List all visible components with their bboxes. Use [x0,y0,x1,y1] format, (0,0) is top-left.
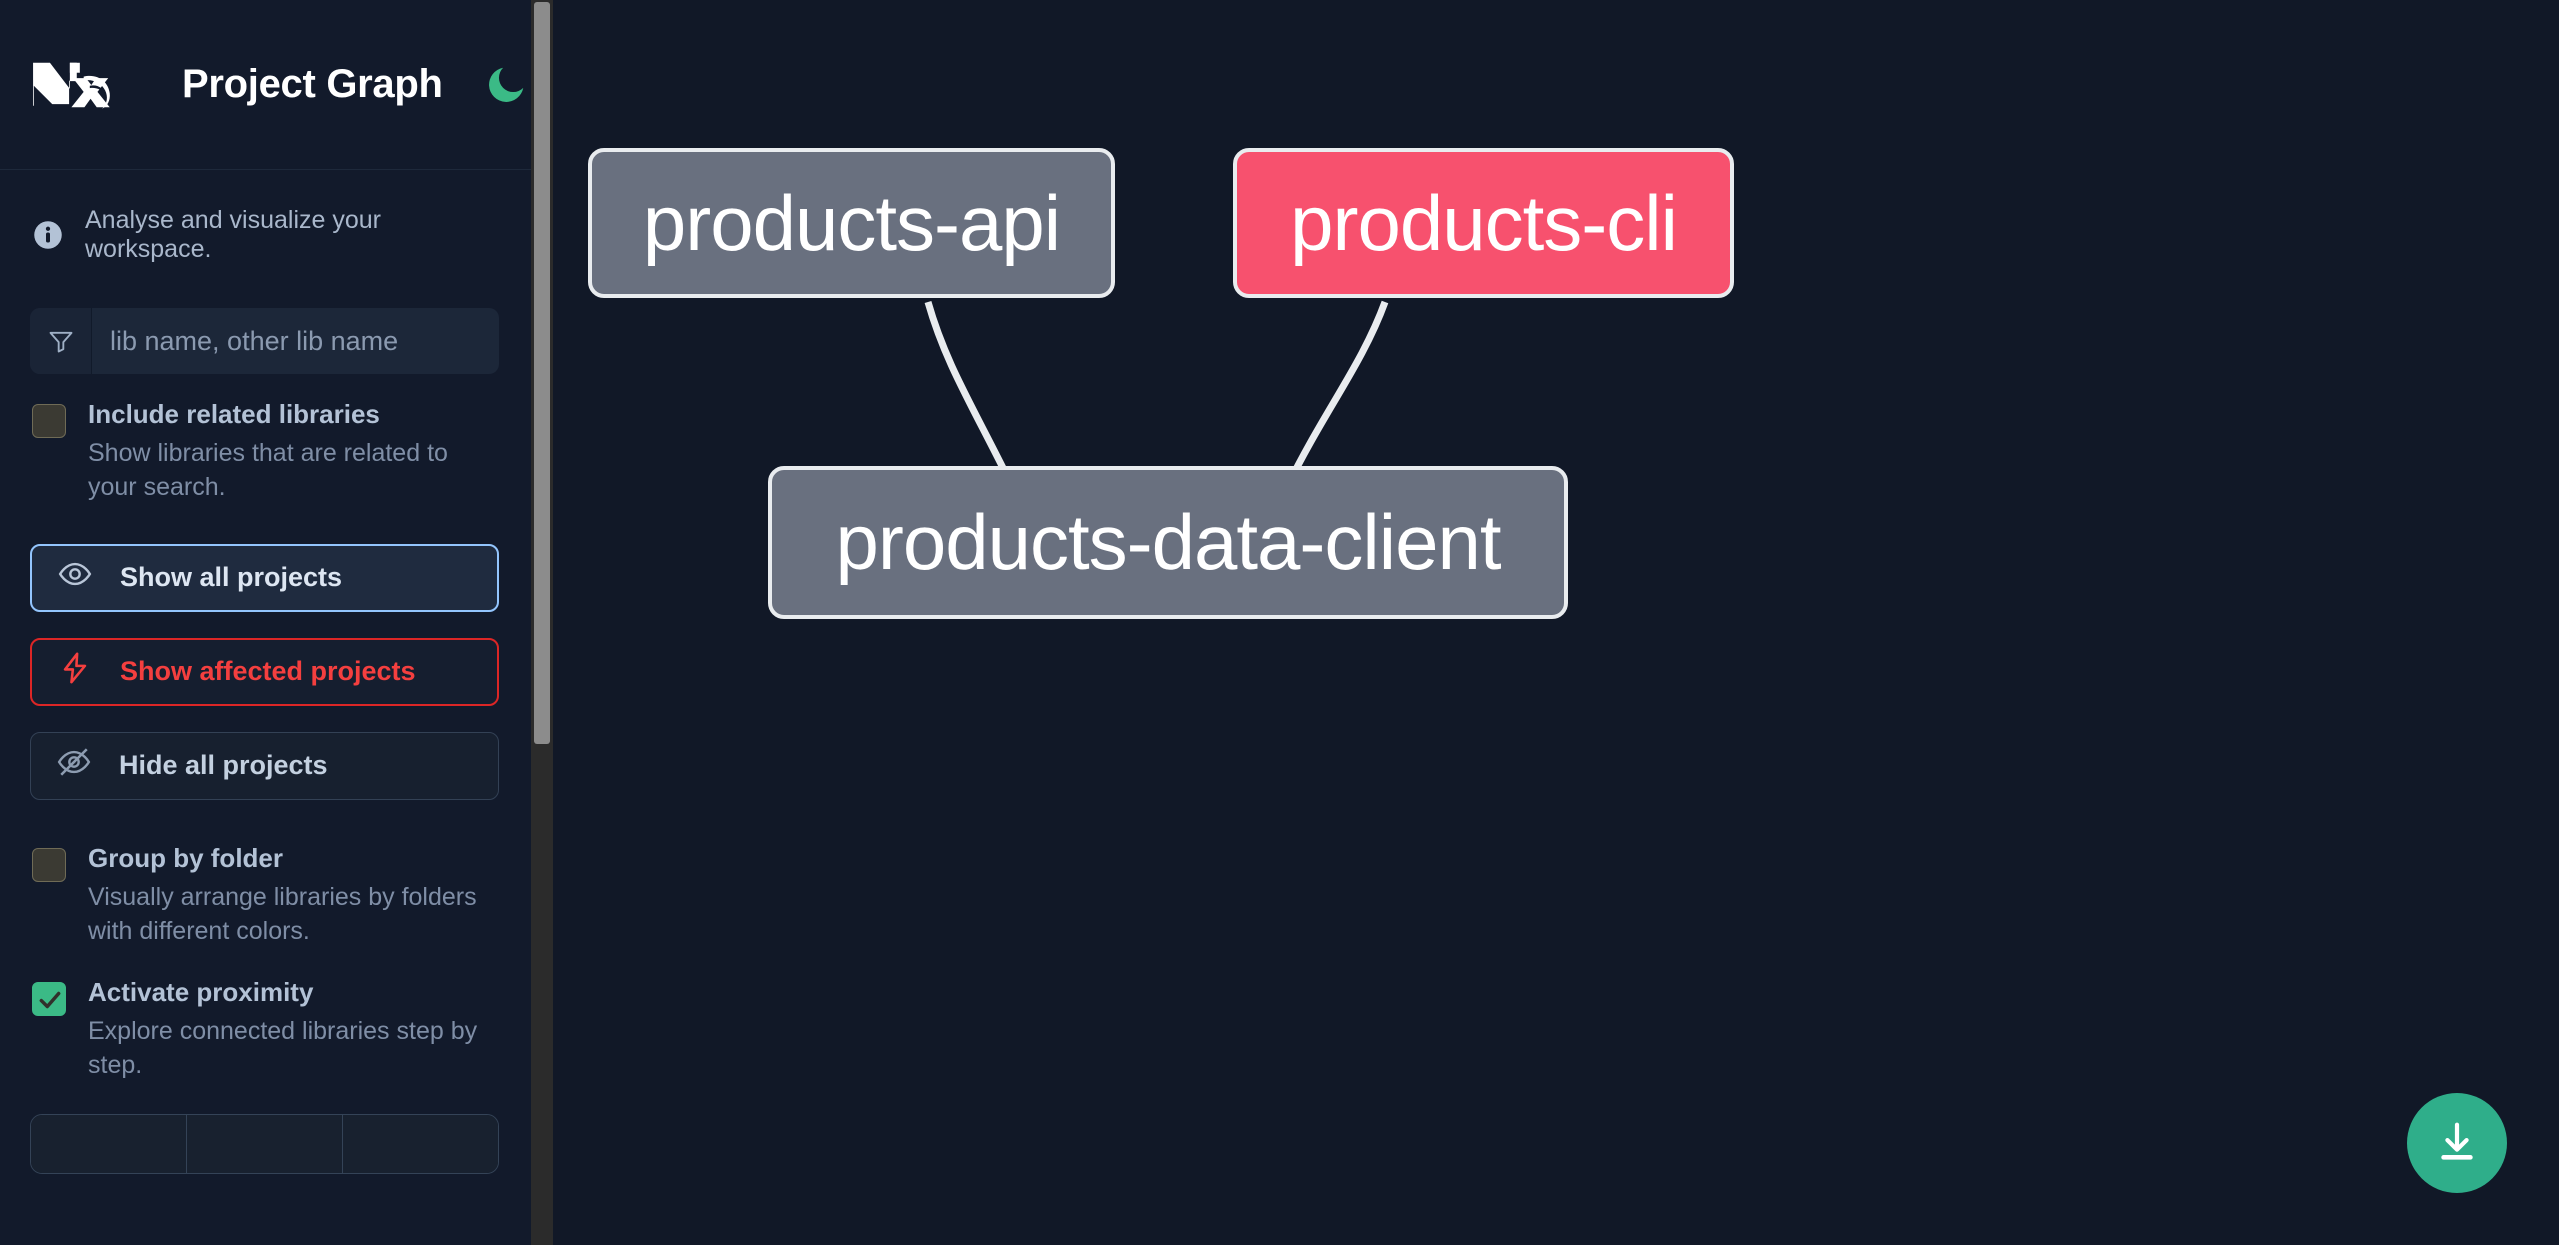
eye-icon [58,557,92,598]
proximity-segmented-control[interactable] [0,1082,531,1174]
graph-node-label: products-cli [1290,178,1678,267]
option-group-by-folder[interactable]: Group by folder Visually arrange librari… [0,800,531,948]
project-visibility-buttons: Show all projects Show affected projects [0,504,531,800]
search-section [0,264,531,374]
show-affected-projects-button[interactable]: Show affected projects [30,637,499,706]
sidebar-header: Project Graph [0,0,531,170]
workspace-note-text: Analyse and visualize your workspace. [85,206,381,263]
graph-node-label: products-data-client [835,498,1501,586]
activate-proximity-checkbox[interactable] [32,981,66,1016]
proximity-segment-3[interactable] [343,1114,498,1173]
download-icon [2434,1119,2480,1168]
include-related-checkbox[interactable] [32,404,66,438]
info-icon [33,220,63,250]
filter-funnel-icon[interactable] [30,308,92,374]
show-all-projects-label: Show all projects [120,562,343,593]
show-affected-projects-label: Show affected projects [120,656,416,687]
page-title: Project Graph [182,62,443,106]
group-by-folder-checkbox[interactable] [32,847,66,882]
option-include-related[interactable]: Include related libraries Show libraries… [0,374,531,504]
checkmark-icon [39,991,61,1009]
workspace-note: Analyse and visualize your workspace. [0,170,531,264]
proximity-segment-1[interactable] [31,1114,187,1173]
moon-icon[interactable] [483,62,529,108]
group-by-folder-description: Visually arrange libraries by folders wi… [88,882,477,945]
hide-all-projects-label: Hide all projects [119,750,328,781]
sidebar-scrollbar-track[interactable] [531,0,553,1245]
eye-off-icon [57,745,91,786]
search-input[interactable] [92,308,499,374]
graph-node-products-api[interactable]: products-api [588,148,1115,298]
option-activate-proximity[interactable]: Activate proximity Explore connected lib… [0,948,531,1082]
graph-node-products-data-client[interactable]: products-data-client [768,466,1568,619]
activate-proximity-label: Activate proximity [88,976,314,1007]
lightning-bolt-icon [58,651,92,692]
include-related-label: Include related libraries [88,399,380,429]
nx-logo-icon [30,55,122,115]
sidebar: Project Graph Analyse and visualize your… [0,0,553,1245]
download-graph-button[interactable] [2407,1093,2507,1193]
group-by-folder-label: Group by folder [88,842,283,873]
show-all-projects-button[interactable]: Show all projects [30,543,499,612]
hide-all-projects-button[interactable]: Hide all projects [30,731,499,800]
sidebar-scrollbar-thumb[interactable] [534,2,550,744]
proximity-segment-2[interactable] [187,1114,343,1173]
activate-proximity-description: Explore connected libraries step by step… [88,1016,478,1079]
graph-node-label: products-api [642,178,1061,267]
graph-node-products-cli[interactable]: products-cli [1233,148,1734,298]
include-related-description: Show libraries that are related to your … [88,438,448,501]
search-box[interactable] [30,308,499,374]
graph-canvas[interactable]: products-api products-cli products-data-… [553,0,2559,1245]
